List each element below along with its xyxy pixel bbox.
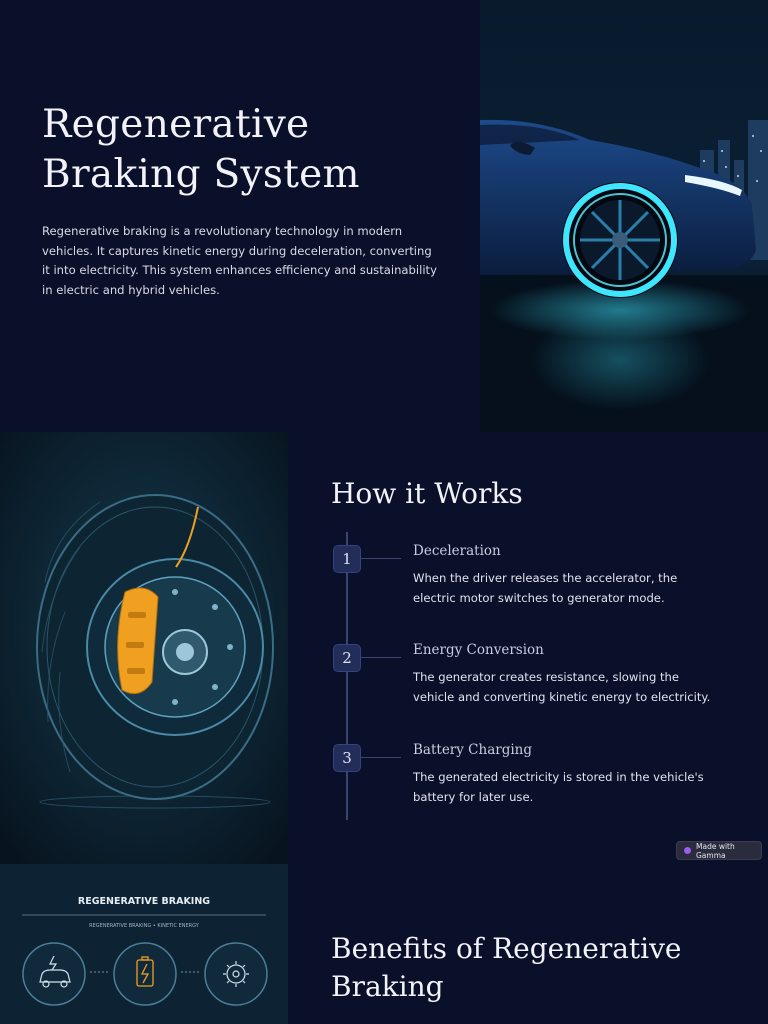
step-connector xyxy=(361,558,401,559)
step-title: Deceleration xyxy=(413,543,501,559)
infographic-subtitle: REGENERATIVE BRAKING • KINETIC ENERGY xyxy=(89,923,200,929)
step-description: The generated electricity is stored in t… xyxy=(413,770,704,804)
timeline-line xyxy=(346,532,348,820)
step-description: The generator creates resistance, slowin… xyxy=(413,670,711,704)
infographic-title: REGENERATIVE BRAKING xyxy=(78,896,210,907)
step-description: When the driver releases the accelerator… xyxy=(413,571,678,605)
infographic-image: REGENERATIVE BRAKING REGENERATIVE BRAKIN… xyxy=(0,864,288,1024)
gamma-logo-icon xyxy=(684,847,691,854)
intro-section: Regenerative Braking System Regenerative… xyxy=(0,0,768,432)
step-number: 3 xyxy=(333,744,361,772)
page-title: Regenerative Braking System xyxy=(42,102,360,197)
badge-label: Made with Gamma xyxy=(696,841,735,860)
benefits-section: REGENERATIVE BRAKING REGENERATIVE BRAKIN… xyxy=(0,864,768,1024)
brake-tire-image xyxy=(0,432,288,864)
intro-paragraph: Regenerative braking is a revolutionary … xyxy=(42,224,437,297)
step-connector xyxy=(361,757,401,758)
step-title: Battery Charging xyxy=(413,742,533,758)
step-title: Energy Conversion xyxy=(413,642,544,658)
benefits-heading: Benefits of Regenerative Braking xyxy=(331,932,682,1003)
how-it-works-heading: How it Works xyxy=(331,477,523,510)
electric-car-image xyxy=(480,0,768,432)
how-it-works-section: How it Works 1 Deceleration When the dri… xyxy=(0,432,768,864)
made-with-gamma-badge[interactable]: Made with Gamma xyxy=(676,841,762,860)
step-number: 2 xyxy=(333,644,361,672)
step-connector xyxy=(361,657,401,658)
step-number: 1 xyxy=(333,545,361,573)
